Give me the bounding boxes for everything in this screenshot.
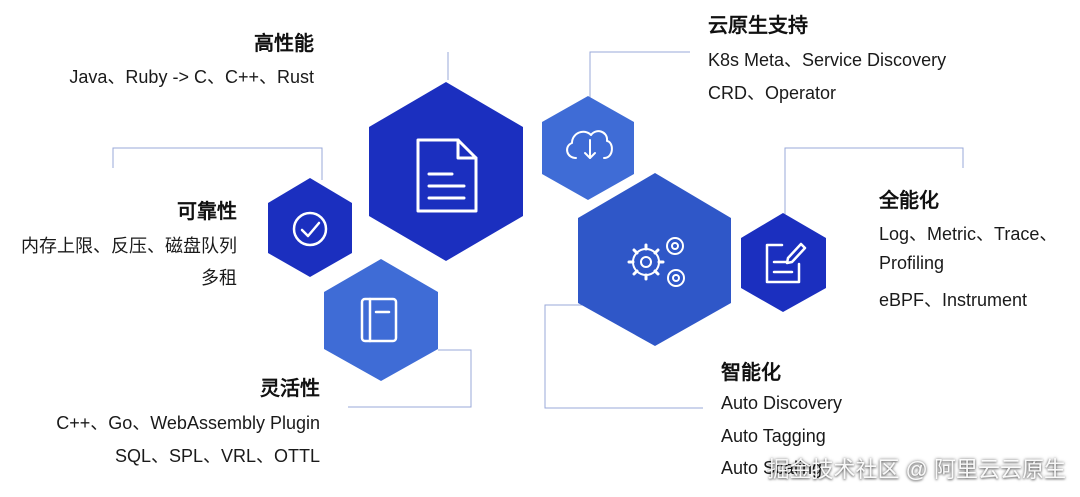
full-capability-title: 全能化 [879,190,939,212]
intelligence-desc-2: Auto Tagging [721,426,826,446]
intelligence-desc-1: Auto Discovery [721,393,843,413]
connector-intelligence [544,304,703,409]
cloud-native-desc-2: CRD、Operator [708,83,837,103]
hex-flexibility [324,259,438,381]
cloud-native-desc-1: K8s Meta、Service Discovery [708,50,947,70]
performance-desc: Java、Ruby -> C、C++、Rust [69,67,314,87]
check-circle-icon [292,211,328,247]
flexibility-desc-1: C++、Go、WebAssembly Plugin [56,413,320,433]
full-capability-desc-1: Log、Metric、Trace、 [879,224,1058,244]
hex-intelligence [578,173,731,346]
flexibility-title: 灵活性 [260,378,320,400]
gears-icon [627,237,685,287]
connector-full-capability [784,147,964,215]
hex-reliability [268,178,352,277]
flexibility-desc-2: SQL、SPL、VRL、OTTL [114,446,320,466]
reliability-desc-1: 内存上限、反压、磁盘队列 [21,236,237,256]
connector-reliability [112,147,323,180]
edit-note-icon [765,242,807,284]
reliability-title: 可靠性 [177,201,237,223]
cloud-native-title: 云原生支持 [708,15,808,37]
connector-lines [112,51,964,409]
intelligence-desc-3: Auto Scaling [721,458,823,478]
full-capability-desc-3: eBPF、Instrument [879,290,1028,310]
watermark: 掘金技术社区 @ 阿里云云原生 [767,457,1066,482]
connector-cloud-native [589,51,690,113]
cloud-download-icon [566,130,613,159]
intelligence-title: 智能化 [721,362,781,384]
hex-cloud-native [542,96,634,200]
connector-flexibility [348,349,472,408]
performance-title: 高性能 [254,33,314,55]
document-icon [416,138,478,213]
book-icon [360,297,398,343]
reliability-desc-2: 多租 [201,268,237,288]
full-capability-desc-2: Profiling [879,253,945,273]
hex-performance [369,82,523,261]
